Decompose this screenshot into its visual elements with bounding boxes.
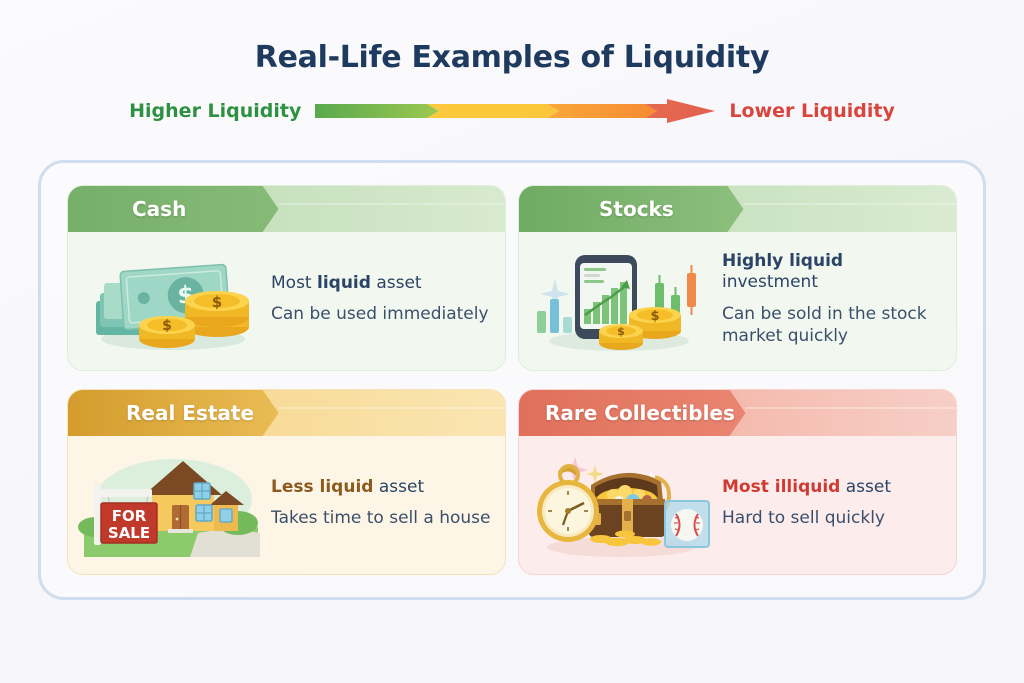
liquidity-gradient-arrow xyxy=(315,98,716,124)
real-estate-illustration-icon: FOR SALE xyxy=(78,443,263,563)
lower-liquidity-label: Lower Liquidity xyxy=(729,100,895,122)
card-stocks-body: $ $ Highly liquid investment Can be so xyxy=(519,232,956,370)
for-sale-line2: SALE xyxy=(108,524,150,542)
svg-text:$: $ xyxy=(212,293,222,311)
card-real-estate-body: FOR SALE Less liquid asset Takes time to… xyxy=(68,436,505,574)
chevron-banner-icon xyxy=(519,390,956,436)
card-cash-body: $ $ xyxy=(68,232,505,370)
page-title: Real-Life Examples of Liquidity xyxy=(254,40,770,75)
examples-panel: Cash xyxy=(38,160,986,600)
card-real-estate-header: Real Estate xyxy=(68,390,505,436)
for-sale-line1: FOR xyxy=(112,507,147,525)
collectibles-illustration-icon xyxy=(529,443,714,563)
chevron-banner-icon xyxy=(68,186,505,232)
chevron-banner-icon xyxy=(68,390,505,436)
svg-text:$: $ xyxy=(650,309,659,324)
card-stocks-line1: Highly liquid investment xyxy=(722,251,844,293)
card-rare-collectibles-title: Rare Collectibles xyxy=(545,401,735,425)
card-rare-collectibles-text: Most illiquid asset Hard to sell quickly xyxy=(722,477,942,529)
card-cash-title: Cash xyxy=(132,197,187,221)
card-rare-collectibles-body: Most illiquid asset Hard to sell quickly xyxy=(519,436,956,574)
card-stocks-line2: Can be sold in the stock market quickly xyxy=(722,303,927,346)
card-real-estate-line2: Takes time to sell a house xyxy=(271,508,491,529)
card-real-estate-title: Real Estate xyxy=(126,401,255,425)
examples-grid: Cash xyxy=(67,185,957,575)
higher-liquidity-label: Higher Liquidity xyxy=(129,100,302,122)
card-cash-header: Cash xyxy=(68,186,505,232)
card-real-estate-text: Less liquid asset Takes time to sell a h… xyxy=(271,477,491,529)
card-real-estate[interactable]: Real Estate xyxy=(67,389,506,575)
card-stocks-title: Stocks xyxy=(599,197,674,221)
card-rare-collectibles-header: Rare Collectibles xyxy=(519,390,956,436)
card-rare-collectibles-line2: Hard to sell quickly xyxy=(722,508,885,529)
card-cash-line1: Most liquid asset xyxy=(271,272,422,293)
stocks-illustration-icon: $ $ xyxy=(529,239,714,359)
svg-text:$: $ xyxy=(617,325,625,338)
chevron-banner-icon xyxy=(519,186,956,232)
card-rare-collectibles-line1: Most illiquid asset xyxy=(722,476,892,497)
liquidity-scale: Higher Liquidity Lower xyxy=(0,98,1024,124)
card-cash-line2: Can be used immediately xyxy=(271,304,489,325)
card-stocks-header: Stocks xyxy=(519,186,956,232)
card-cash-text: Most liquid asset Can be used immediatel… xyxy=(271,273,491,325)
card-stocks-text: Highly liquid investment Can be sold in … xyxy=(722,251,942,347)
card-cash[interactable]: Cash xyxy=(67,185,506,371)
card-rare-collectibles[interactable]: Rare Collectibles xyxy=(518,389,957,575)
svg-text:$: $ xyxy=(162,318,172,334)
card-real-estate-line1: Less liquid asset xyxy=(271,476,425,497)
card-stocks[interactable]: Stocks xyxy=(518,185,957,371)
cash-illustration-icon: $ $ xyxy=(78,239,263,359)
